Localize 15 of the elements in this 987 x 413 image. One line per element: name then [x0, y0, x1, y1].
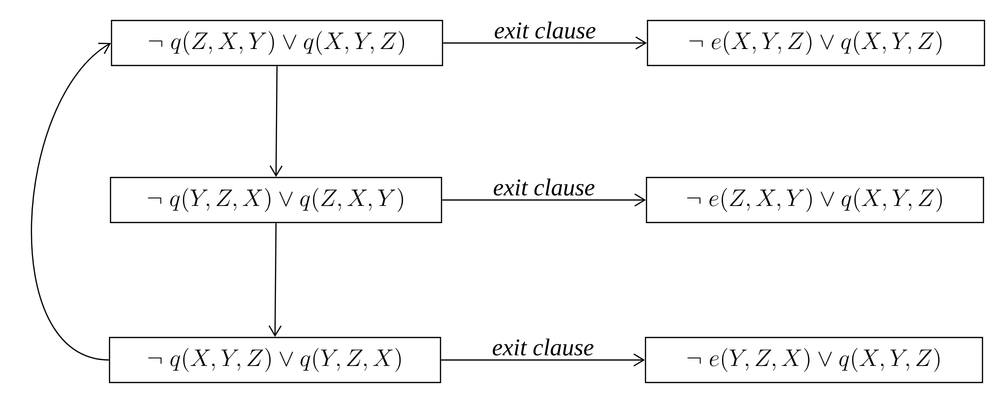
clause-box: $\neg\; q(Y,Z,X) \vee q(Z,X,Y)$: [110, 176, 442, 224]
arrow: [441, 353, 645, 366]
edge-label: exit clause: [492, 20, 598, 41]
curved-arrow: [30, 42, 111, 361]
clause-box: $\neg\; q(Z,X,Y) \vee q(X,Y,Z)$: [110, 20, 444, 66]
clause-box: $\neg\; e(Z,X,Y) \vee q(X,Y,Z)$: [646, 176, 984, 224]
edge-label: exit clause: [491, 176, 597, 198]
arrow: [270, 66, 283, 177]
arrow: [268, 223, 282, 337]
clause-box: $\neg\; e(Y,Z,X) \vee q(X,Y,Z)$: [644, 336, 984, 384]
arrow: [443, 36, 647, 50]
edge-label: exit clause: [490, 336, 596, 358]
clause-box: $\neg\; e(X,Y,Z) \vee q(X,Y,Z)$: [646, 20, 986, 66]
clause-box: $\neg\; q(X,Y,Z) \vee q(Y,Z,X)$: [108, 336, 442, 384]
arrow: [442, 193, 646, 206]
